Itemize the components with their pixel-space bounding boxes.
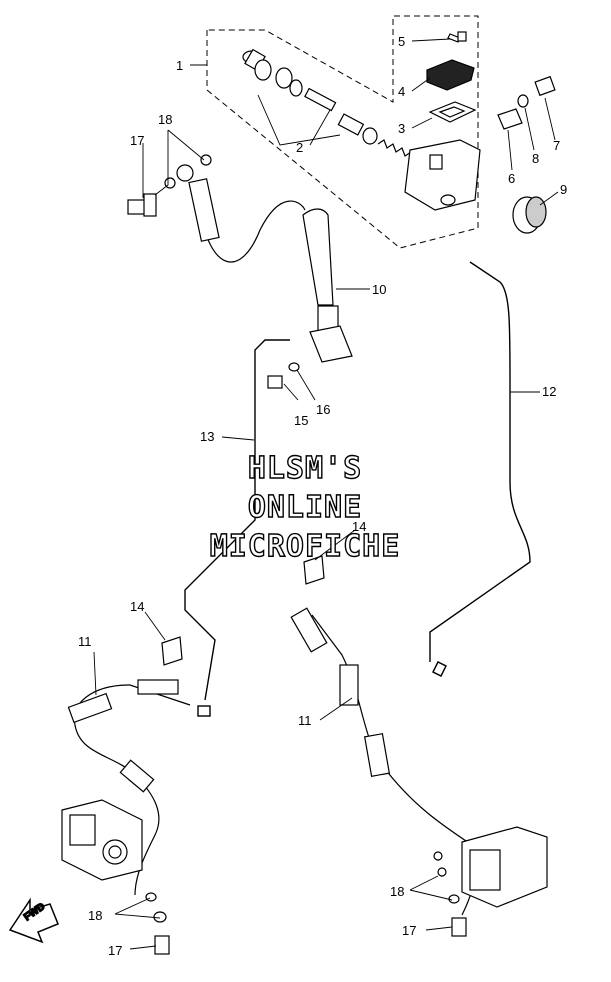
hose-10: [302, 208, 353, 363]
callout-7: 7: [553, 138, 560, 153]
callout-11-left: 11: [78, 634, 92, 649]
callout-17-top: 17: [130, 133, 144, 148]
callout-16: 16: [316, 402, 330, 417]
washer-16: [288, 362, 300, 372]
callout-17-right: 17: [402, 923, 416, 938]
callout-12: 12: [542, 384, 556, 399]
callout-5: 5: [398, 34, 405, 49]
upper-brake-hose: [164, 154, 306, 263]
callout-9: 9: [560, 182, 567, 197]
callout-13: 13: [200, 429, 214, 444]
screw-5: [447, 33, 461, 43]
callout-17-left: 17: [108, 943, 122, 958]
callout-10: 10: [372, 282, 386, 297]
watermark-line-3: MICROFICHE: [210, 529, 401, 564]
bolt-7: [534, 75, 556, 97]
bolt-15: [267, 362, 300, 389]
piston-washer: [254, 59, 272, 81]
union-bolt-17-top: [127, 193, 157, 217]
holder-6: [497, 108, 523, 130]
diaphragm-3: [428, 101, 477, 123]
leader-lines: [93, 38, 559, 950]
clip-14-left: [161, 636, 183, 666]
fwd-arrow-icon: FWD: [8, 897, 59, 944]
callout-3: 3: [398, 121, 405, 136]
piston-rod: [304, 87, 337, 112]
watermark-line-1: HLSM'S: [248, 451, 362, 486]
callout-18-top: 18: [158, 112, 172, 127]
brake-pipe-13: [184, 339, 290, 717]
assembly-boundary-master-cylinder: [206, 15, 479, 249]
left-caliper: [61, 799, 143, 881]
reservoir-cap-4: [426, 59, 475, 91]
washer-8: [517, 94, 529, 108]
master-cylinder-body: [404, 139, 481, 211]
piston-seal: [275, 67, 293, 89]
callout-15: 15: [294, 413, 308, 428]
callout-18-left: 18: [88, 908, 102, 923]
piston-spring: [377, 139, 412, 157]
union-bolt-17-lower-left: [145, 892, 170, 955]
master-cylinder-group: [242, 31, 556, 234]
callout-8: 8: [532, 151, 539, 166]
callout-18-right: 18: [390, 884, 404, 899]
callouts: 1 2 3 4 5 6 7 8 9 10 11 11 12 13 14 14 1…: [78, 34, 567, 958]
watermark: HLSM'S ONLINE MICROFICHE: [209, 450, 401, 564]
left-brake-hose-11: [67, 679, 191, 896]
callout-14-right: 14: [352, 519, 366, 534]
right-caliper: [433, 826, 548, 908]
callout-1: 1: [176, 58, 183, 73]
callout-11-right: 11: [298, 713, 312, 728]
callout-4: 4: [398, 84, 405, 99]
three-way-joint: [309, 325, 353, 363]
callout-6: 6: [508, 171, 515, 186]
watermark-line-2: ONLINE: [248, 490, 362, 525]
callout-14-left: 14: [130, 599, 144, 614]
clip-14-right: [303, 555, 325, 585]
callout-2: 2: [296, 140, 303, 155]
brake-pipe-12: [429, 261, 531, 677]
